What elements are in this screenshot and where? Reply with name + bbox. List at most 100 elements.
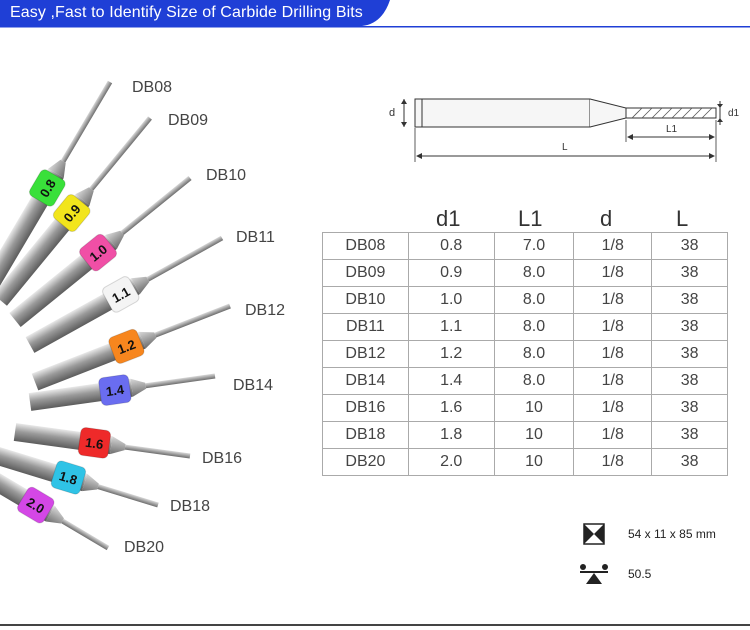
bit-label-db11: DB11 [236,229,275,246]
d-cell: 1/8 [573,286,653,314]
drill-bit-db11: 1.1 [25,235,224,353]
ring-size-label: 1.8 [57,468,79,488]
d-cell: 1/8 [573,232,653,260]
color-ring [108,328,145,364]
model-cell: DB12 [322,340,409,368]
l-cell: 38 [651,286,728,314]
color-ring [77,427,112,459]
model-cell: DB20 [322,448,409,476]
model-cell: DB10 [322,286,409,314]
drill-flute [145,373,216,389]
bit-label-db14: DB14 [233,377,274,394]
d1-cell: 0.8 [407,232,495,260]
l-cell: 38 [651,259,728,287]
diagram-label-d: d [389,107,396,119]
drill-bit-db18: 1.8 [0,446,159,508]
d1-cell: 1.0 [407,286,495,314]
header-l: L [676,206,689,231]
drill-flute [154,303,231,338]
color-ring [102,276,140,313]
ring-size-label: 1.6 [84,435,104,452]
l1-cell: 8.0 [493,313,575,341]
drill-bit-db10: 1.0 [9,176,192,327]
drill-taper [138,331,157,349]
drill-taper [48,159,66,178]
drill-bit-db08: 0.8 [0,80,113,290]
drill-bit-db16: 1.6 [13,423,191,459]
bit-label-db20: DB20 [124,539,165,556]
drill-flute [97,484,159,508]
diagram-label-d1: d1 [728,108,740,119]
d1-cell: 1.2 [407,340,495,368]
drill-taper [110,436,126,455]
drill-bits-illustration: 0.80.91.01.11.21.41.61.82.0 [0,80,231,551]
drill-bit-db12: 1.2 [31,303,231,391]
color-ring [79,233,117,272]
drill-flute [60,80,113,163]
d1-cell: 2.0 [407,448,495,476]
banner-title: Easy ,Fast to Identify Size of Carbide D… [10,4,363,21]
model-cell: DB14 [322,367,409,395]
header-d: d [600,206,613,231]
model-cell: DB11 [322,313,409,341]
drill-taper [131,276,150,295]
d-cell: 1/8 [573,367,653,395]
dimension-diagram: d d1 L1 L [380,90,750,170]
l1-cell: 10 [493,421,575,449]
bit-label-db18: DB18 [170,498,211,515]
l-cell: 38 [651,421,728,449]
color-ring [98,374,132,406]
header-l1: L1 [518,206,543,231]
drill-bit-schematic [401,98,723,162]
d1-cell: 1.6 [407,394,495,422]
model-cell: DB18 [322,421,409,449]
diagram-label-l: L [562,142,568,153]
l1-cell: 8.0 [493,367,575,395]
header-d1: d1 [436,206,461,231]
weight-scale-icon [578,562,610,586]
l1-cell: 8.0 [493,259,575,287]
package-weight-row: 50.5 [578,562,651,586]
d-cell: 1/8 [573,313,653,341]
ring-size-label: 1.4 [105,382,126,399]
color-ring [52,194,91,232]
drill-taper [75,187,94,206]
model-cell: DB16 [322,394,409,422]
l-cell: 38 [651,448,728,476]
l-cell: 38 [651,340,728,368]
drill-taper [82,473,99,492]
d-cell: 1/8 [573,394,653,422]
l-cell: 38 [651,232,728,260]
drill-flute [124,444,191,459]
l-cell: 38 [651,313,728,341]
l1-cell: 7.0 [493,232,575,260]
model-cell: DB08 [322,232,409,260]
diagram-label-l1: L1 [666,124,678,135]
l1-cell: 8.0 [493,286,575,314]
ring-size-label: 1.2 [115,337,137,358]
d-cell: 1/8 [573,421,653,449]
drill-taper [45,506,64,524]
bit-label-db09: DB09 [168,112,209,129]
bit-label-db08: DB08 [132,79,173,96]
drill-flute [120,176,192,236]
d1-cell: 1.8 [407,421,495,449]
d-cell: 1/8 [573,340,653,368]
drill-taper [105,230,125,249]
drill-flute [89,116,152,191]
drill-flute [61,518,110,551]
package-size-icon [578,522,610,546]
package-weight-value: 50.5 [628,567,652,581]
d1-cell: 1.1 [407,313,495,341]
d1-cell: 0.9 [407,259,495,287]
package-size-value: 54 x 11 x 85 mm [628,527,716,541]
l1-cell: 10 [493,448,575,476]
